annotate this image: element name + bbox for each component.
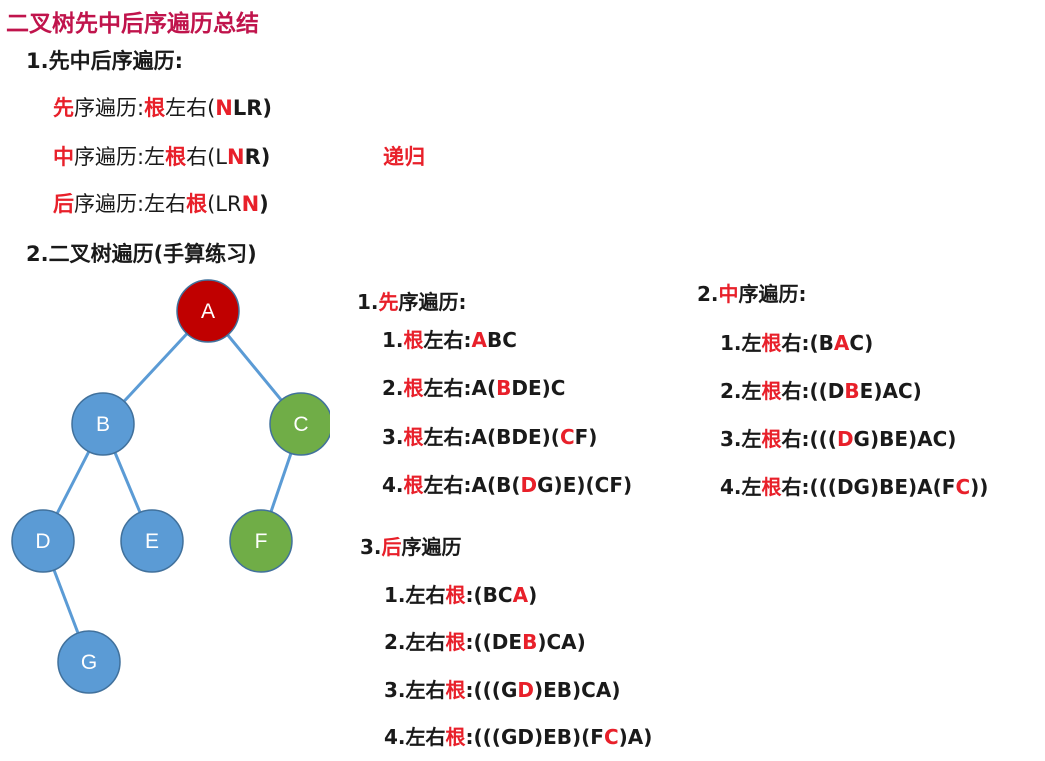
tree-node-circle	[176, 279, 240, 343]
inorder-step-2: 2.左根右:((DBE)AC)	[720, 379, 922, 403]
postorder-step-1: 1.左右根:(BCA)	[384, 583, 538, 607]
tree-node-label: F	[255, 530, 268, 553]
postorder-step-3: 3.左右根:(((GD)EB)CA)	[384, 678, 621, 702]
page-title: 二叉树先中后序遍历总结	[6, 11, 259, 37]
preorder-step-4: 4.根左右:A(B(DG)E)(CF)	[382, 473, 633, 497]
tree-node-circle	[120, 509, 184, 573]
inorder-step-3: 3.左根右:(((DG)BE)AC)	[720, 427, 957, 451]
tree-node-circle	[57, 630, 121, 694]
tree-node-label: B	[96, 413, 110, 436]
inorder-step-4: 4.左根右:(((DG)BE)A(FC))	[720, 475, 989, 499]
tree-node-f: F	[229, 509, 293, 573]
recursion-label: 递归	[383, 145, 425, 169]
tree-node-d: D	[11, 509, 75, 573]
tree-node-c: C	[269, 392, 330, 456]
postorder-step-2: 2.左右根:((DEB)CA)	[384, 630, 586, 654]
tree-node-e: E	[120, 509, 184, 573]
preorder-step-2: 2.根左右:A(BDE)C	[382, 376, 566, 400]
section-1-heading: 1.先中后序遍历:	[26, 49, 183, 73]
tree-node-label: G	[81, 651, 97, 674]
tree-node-label: E	[145, 530, 159, 553]
preorder-heading: 1.先序遍历:	[357, 290, 467, 314]
tree-node-label: C	[293, 413, 308, 436]
tree-node-b: B	[71, 392, 135, 456]
tree-node-circle	[71, 392, 135, 456]
preorder-step-3: 3.根左右:A(BDE)(CF)	[382, 425, 598, 449]
inorder-step-1: 1.左根右:(BAC)	[720, 331, 874, 355]
binary-tree-diagram: A B C D E F G	[11, 279, 330, 694]
section-2-heading: 2.二叉树遍历(手算练习)	[26, 242, 257, 266]
tree-node-label: A	[201, 300, 215, 323]
tree-node-circle	[229, 509, 293, 573]
rule-postorder: 后序遍历:左右根(LRN)	[53, 192, 269, 216]
tree-node-g: G	[57, 630, 121, 694]
tree-node-circle	[11, 509, 75, 573]
tree-node-label: D	[35, 530, 50, 553]
rule-preorder: 先序遍历:根左右(NLR)	[53, 96, 273, 120]
postorder-heading: 3.后序遍历	[360, 535, 462, 559]
rule-inorder: 中序遍历:左根右(LNR)	[53, 145, 271, 169]
tree-node-a: A	[176, 279, 240, 343]
postorder-step-4: 4.左右根:(((GD)EB)(FC)A)	[384, 725, 653, 749]
inorder-heading: 2.中序遍历:	[697, 282, 807, 306]
preorder-step-1: 1.根左右:ABC	[382, 328, 517, 352]
tree-node-circle	[269, 392, 330, 456]
